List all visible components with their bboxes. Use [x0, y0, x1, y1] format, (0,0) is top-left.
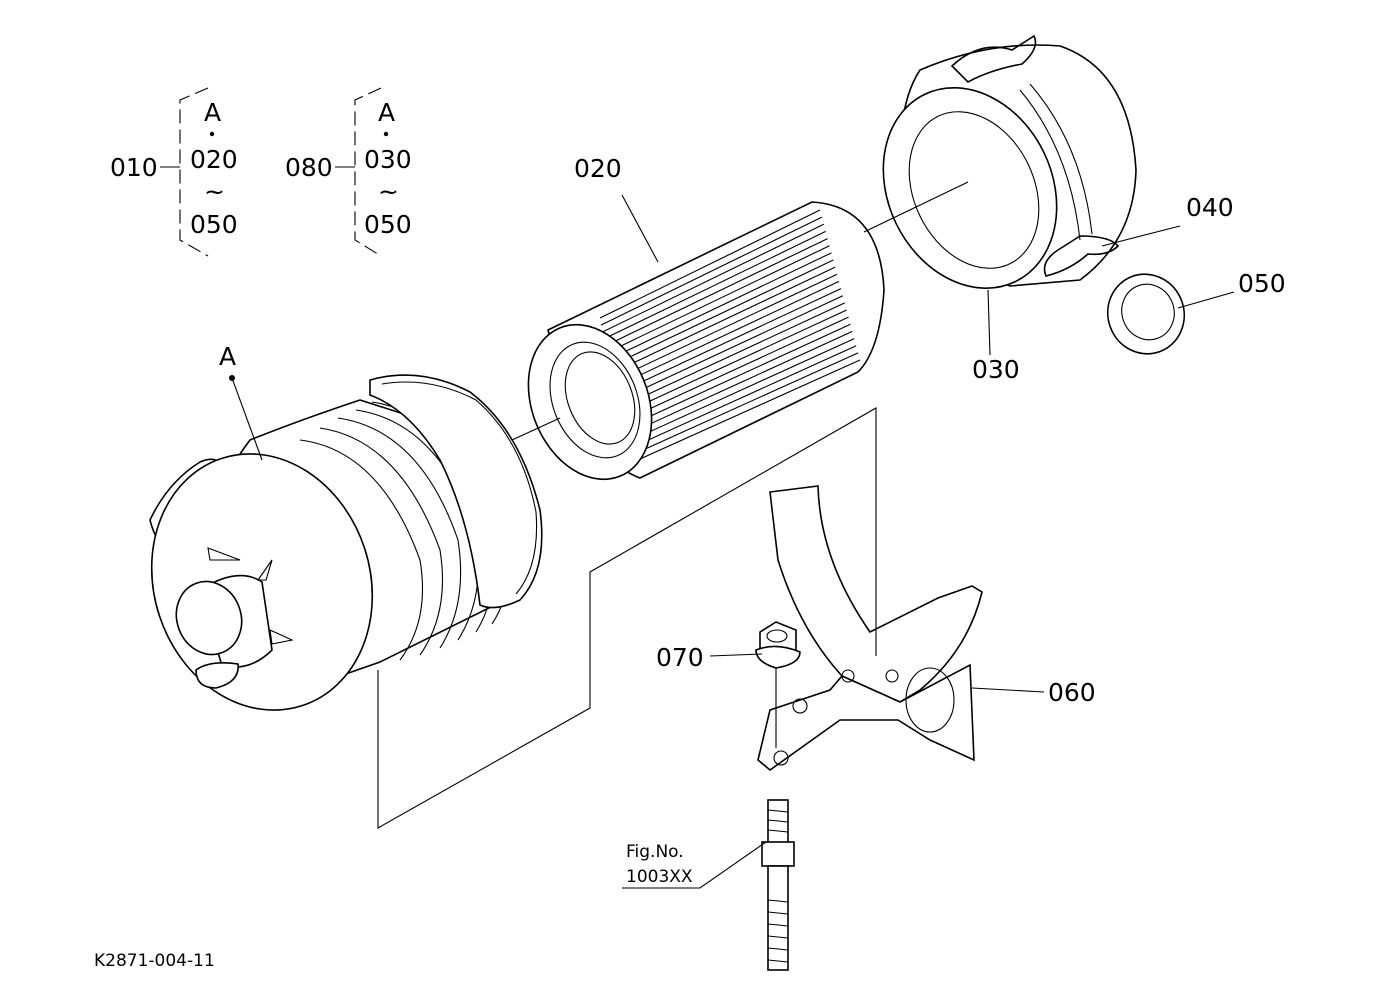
- nut-070: [755, 621, 801, 669]
- figure-ref-line1: Fig.No.: [626, 842, 684, 862]
- figure-ref-line2: 1003XX: [626, 867, 693, 887]
- group-item: A: [378, 98, 395, 127]
- filter-pleat: [600, 216, 823, 326]
- group-item: A: [204, 98, 221, 127]
- group-number: 010: [110, 153, 158, 182]
- filter-pleat: [604, 245, 830, 355]
- filter-pleat: [607, 266, 836, 376]
- part-label-070: 070: [656, 643, 704, 672]
- filter-pleat: [601, 223, 825, 333]
- filter-pleat: [617, 345, 857, 455]
- group-item: 020: [190, 145, 238, 174]
- filter-pleat: [612, 302, 845, 412]
- group-item: 050: [190, 210, 238, 239]
- filter-pleat: [609, 280, 840, 390]
- group-item: 030: [364, 145, 412, 174]
- filter-pleat: [608, 273, 838, 383]
- filter-pleat: [614, 316, 849, 426]
- filter-pleat: [615, 323, 851, 433]
- drawing-code: K2871-004-11: [94, 951, 215, 971]
- seal-ring-050: [1106, 273, 1186, 355]
- group-legend-010: 010 A 020 ~ 050: [110, 87, 238, 257]
- filter-element-020: [527, 201, 885, 481]
- filter-pleat: [619, 359, 861, 469]
- part-label-050: 050: [1238, 269, 1286, 298]
- stud-bolt: [761, 799, 795, 971]
- part-label-040: 040: [1186, 193, 1234, 222]
- air-cleaner-body: [149, 374, 543, 711]
- group-item: ~: [378, 177, 399, 206]
- filter-pleat: [616, 338, 855, 448]
- part-label-020: 020: [574, 154, 622, 183]
- filter-pleat: [611, 295, 844, 405]
- filter-pleat: [605, 252, 832, 362]
- filter-pleat: [606, 259, 834, 369]
- part-label-060: 060: [1048, 678, 1096, 707]
- group-item: 050: [364, 210, 412, 239]
- filter-pleat: [618, 352, 859, 462]
- leader-lines: [229, 181, 1235, 889]
- group-item: ~: [204, 177, 225, 206]
- filter-pleat: [603, 238, 828, 348]
- filter-pleat: [599, 209, 821, 319]
- bracket-060: [757, 485, 983, 772]
- group-number: 080: [285, 153, 333, 182]
- filter-pleat: [602, 230, 826, 340]
- part-label-A: A: [219, 342, 236, 371]
- filter-pleat: [610, 288, 842, 398]
- filter-pleat: [613, 309, 847, 419]
- part-label-030: 030: [972, 355, 1020, 384]
- filter-pleat: [615, 330, 853, 440]
- cover-030: [882, 34, 1137, 289]
- group-legend-080: 080 A 030 ~ 050: [285, 87, 412, 257]
